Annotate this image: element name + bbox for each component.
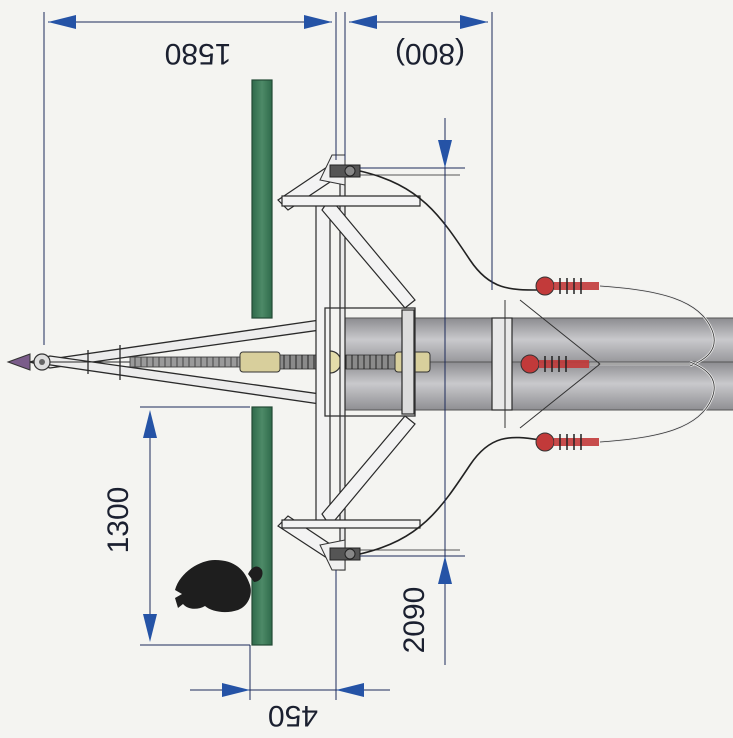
insulator-bottom	[535, 432, 599, 452]
cables	[359, 170, 541, 555]
dimension-arrows	[48, 15, 488, 697]
dim-label-bottom: 450	[268, 699, 318, 732]
dim-label-top-right: (800)	[395, 37, 465, 70]
dimension-lines	[43, 12, 493, 700]
insulator-top	[535, 276, 599, 296]
dim-label-right-vertical: 2090	[398, 587, 431, 654]
insulator-middle	[520, 354, 589, 374]
dim-label-left-vertical: 1300	[102, 487, 135, 554]
boom-tip	[6, 353, 51, 371]
green-crossbar	[251, 79, 273, 646]
bottom-bracket	[319, 539, 361, 571]
dim-label-top-left: 1580	[165, 37, 232, 70]
top-bracket	[319, 154, 361, 186]
vulture-silhouette	[175, 560, 263, 613]
conductors	[504, 284, 716, 444]
vertical-frame	[277, 164, 513, 571]
